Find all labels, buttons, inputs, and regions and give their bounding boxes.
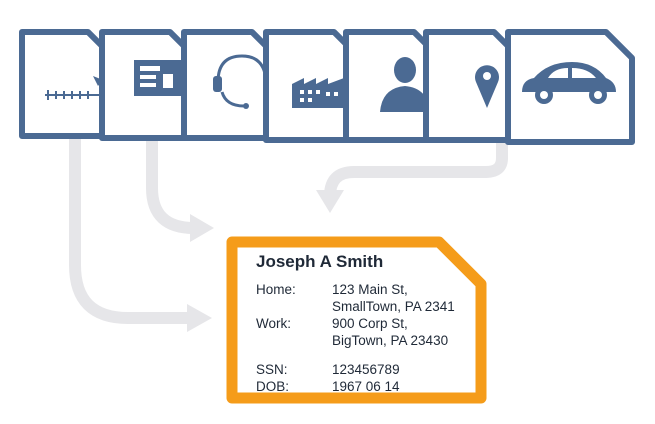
arrow-left-source [69,132,196,324]
home-row: Home: 123 Main St, [256,281,455,298]
work-label: Work: [256,316,292,331]
arrowhead-mid [190,214,214,242]
work-address-line1: 900 Corp St, [332,316,408,331]
source-card-timeline [19,29,111,139]
source-card-headset [181,29,275,141]
dob-label: DOB: [256,379,290,394]
source-card-id [99,29,193,141]
source-card-factory [263,29,357,143]
source-card-person [343,29,437,143]
factory-icon [292,78,344,108]
source-card-car [505,29,635,145]
work-address-line2: BigTown, PA 23430 [332,333,449,348]
arrow-right-source [324,134,508,202]
home-label: Home: [256,282,296,297]
car-icon [522,62,616,104]
person-icon [380,57,430,112]
ssn-label: SSN: [256,362,288,377]
source-card-location [423,29,517,143]
home-row-2: SmallTown, PA 2341 [256,298,455,315]
dob-row: DOB: 1967 06 14 [256,378,455,395]
work-row: Work: 900 Corp St, [256,315,455,332]
dob-value: 1967 06 14 [332,379,400,394]
arrowhead-left [187,304,212,332]
ssn-value: 123456789 [332,362,400,377]
profile-name: Joseph A Smith [256,252,384,271]
profile-card [226,236,487,404]
arrowheads [187,190,344,332]
timeline-icon [45,90,100,100]
home-address-line2: SmallTown, PA 2341 [332,299,455,314]
home-address-line1: 123 Main St, [332,282,408,297]
ssn-row: SSN: 123456789 [256,361,455,378]
arrows [69,132,508,324]
arrow-mid-source [146,134,200,234]
id-card-icon [134,60,184,96]
arrowhead-right [316,190,344,213]
work-row-2: BigTown, PA 23430 [256,332,455,349]
location-pin-icon [475,65,499,108]
profile-details: Joseph A Smith Home: 123 Main St, SmallT… [256,252,455,395]
